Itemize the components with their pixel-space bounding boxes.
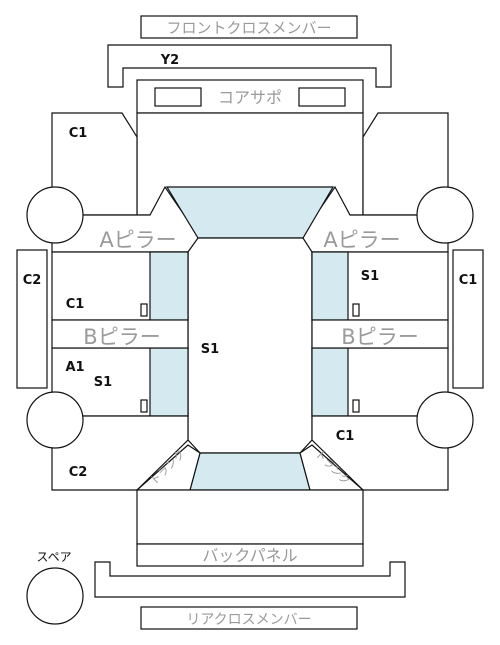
right-side-sill[interactable] xyxy=(452,249,484,389)
grade-s1-roof: S1 xyxy=(201,342,219,357)
grade-a1-left-rear-door: A1 xyxy=(65,360,84,375)
right-front-door-handle[interactable] xyxy=(352,303,360,317)
grade-s1-right-front-door: S1 xyxy=(361,269,379,284)
right-rear-window[interactable] xyxy=(311,347,349,417)
right-rear-door-handle[interactable] xyxy=(352,399,360,413)
left-rear-quarter[interactable] xyxy=(51,415,189,491)
right-front-wheel[interactable] xyxy=(416,186,474,244)
spare-label: スペア xyxy=(36,550,71,564)
back-panel-label: バックパネル xyxy=(202,546,297,565)
b-pillar-left-label: Bピラー xyxy=(83,325,160,349)
right-rear-wheel[interactable] xyxy=(416,391,474,449)
left-rear-wheel[interactable] xyxy=(26,391,84,449)
b-pillar-right-label: Bピラー xyxy=(341,325,418,349)
a-pillar-left-label: Aピラー xyxy=(99,228,176,252)
front-bumper-bracket[interactable] xyxy=(107,44,392,88)
front-cross-member-label: フロントクロスメンバー xyxy=(166,19,331,37)
a-pillar-right-label: Aピラー xyxy=(323,228,400,252)
left-front-window[interactable] xyxy=(149,251,189,321)
left-headlight[interactable] xyxy=(154,87,202,107)
front-cross-member-box[interactable] xyxy=(140,15,358,39)
left-front-wheel[interactable] xyxy=(26,186,84,244)
left-b-pillar-band[interactable] xyxy=(51,319,189,349)
core-support-label: コアサポ xyxy=(218,88,282,107)
left-front-door-handle[interactable] xyxy=(140,303,148,317)
right-b-pillar-band[interactable] xyxy=(311,319,449,349)
spare-tire[interactable] xyxy=(26,567,84,625)
grade-s1-left-rear-door: S1 xyxy=(94,375,112,390)
grade-y2-front: Y2 xyxy=(160,53,179,68)
rear-cross-member-box[interactable] xyxy=(140,606,358,630)
trunk-lid[interactable] xyxy=(136,489,364,545)
left-side-sill[interactable] xyxy=(16,249,48,389)
grade-c1-rear-right: C1 xyxy=(336,429,355,444)
back-panel[interactable] xyxy=(136,543,364,567)
rear-window[interactable] xyxy=(189,452,311,491)
right-headlight[interactable] xyxy=(298,87,346,107)
left-rear-door-handle[interactable] xyxy=(140,399,148,413)
rear-bumper-bracket[interactable] xyxy=(94,561,406,598)
right-front-window[interactable] xyxy=(311,251,349,321)
grade-c1-left-front-door: C1 xyxy=(66,297,85,312)
left-rear-window[interactable] xyxy=(149,347,189,417)
grade-c1-right-side: C1 xyxy=(459,273,478,288)
rear-cross-member-label: リアクロスメンバー xyxy=(186,612,311,628)
grade-c1-front-left: C1 xyxy=(69,126,88,141)
grade-c2-left-side: C2 xyxy=(23,273,42,288)
grade-c2-rear-left: C2 xyxy=(69,465,88,480)
